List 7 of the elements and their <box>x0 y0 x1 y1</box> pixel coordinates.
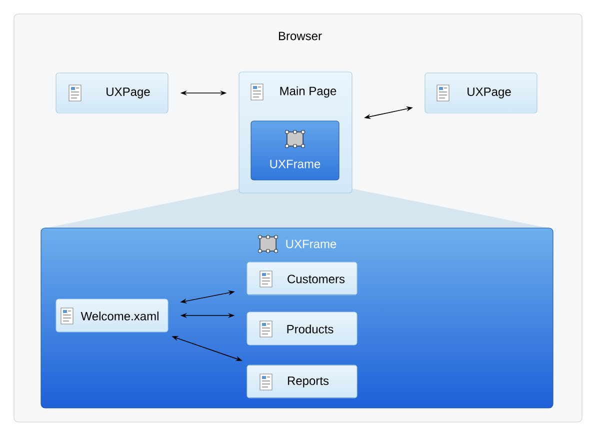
page-box: UXPage <box>424 72 538 114</box>
page-box: Products <box>246 312 358 346</box>
frame-box: UXFrame <box>250 120 340 180</box>
page-box: Welcome.xaml <box>56 298 168 332</box>
page-box: Customers <box>246 262 358 296</box>
page-box: Reports <box>246 364 358 398</box>
page-box: UXPage <box>56 72 168 114</box>
